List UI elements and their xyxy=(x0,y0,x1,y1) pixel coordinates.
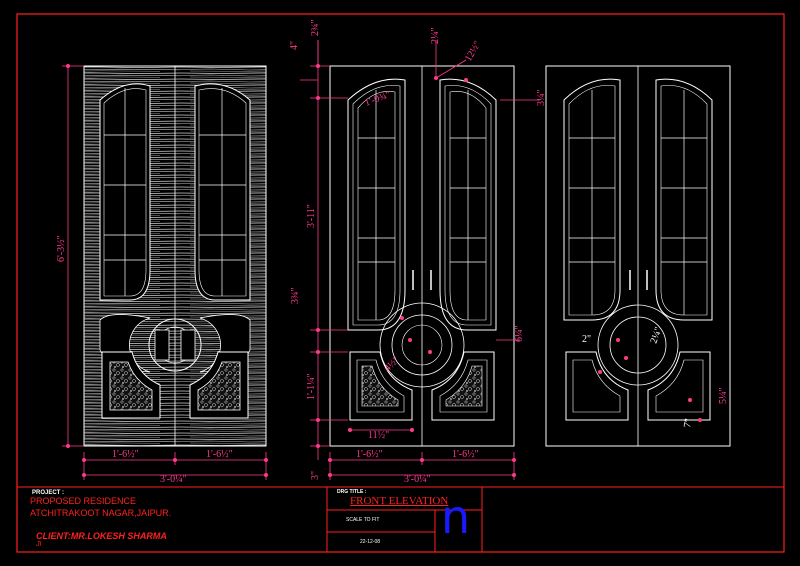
dim-bottom-4-1-2: 4½" xyxy=(382,355,402,375)
logo-mark: n xyxy=(441,490,471,544)
dim-glass-height: 3'-11" xyxy=(306,204,317,228)
dim-total-mid: 3'-0¼" xyxy=(404,474,431,485)
dim-height-left: 6'-3½" xyxy=(56,235,67,262)
sheet-border xyxy=(16,13,785,553)
project-name: PROPOSED RESIDENCE xyxy=(30,496,137,506)
project-label: PROJECT : xyxy=(32,490,65,496)
dim-top-2-3-4: 2¾" xyxy=(310,19,321,36)
door-middle-dimensioned xyxy=(329,65,515,447)
drawing-title: FRONT ELEVATION xyxy=(350,495,449,507)
dim-leaf-mid-b: 1'-6½" xyxy=(452,449,479,460)
dim-right-2-1-4: 2¼" xyxy=(648,326,664,345)
dim-bottom-panel-h: 1'-1¼" xyxy=(306,373,317,400)
door-right-outline xyxy=(545,65,731,447)
title-block-frame xyxy=(17,486,784,552)
dim-top-4: 4" xyxy=(289,41,300,50)
drawing-date: 22-12-08 xyxy=(360,539,381,545)
dim-center-6-1-4: 6¼" xyxy=(514,325,525,342)
client-suffix: JI xyxy=(36,541,42,548)
scale-label: SCALE TO FIT xyxy=(346,517,380,523)
client-name: CLIENT:MR.LOKESH SHARMA xyxy=(36,531,167,541)
left-door-glass-right xyxy=(194,83,251,301)
door-left-textured xyxy=(83,65,267,447)
dim-leaf-left-a: 1'-6½" xyxy=(112,449,139,460)
dim-right-7: 7" xyxy=(682,418,694,429)
project-address: ATCHITRAKOOT NAGAR,JAIPUR. xyxy=(30,508,172,518)
dim-bottom-panel-w: 11½" xyxy=(368,430,389,441)
dim-rail: 3¾" xyxy=(290,287,301,304)
dim-right-2: 2" xyxy=(582,334,591,345)
dimension-ticks xyxy=(66,64,702,477)
left-door-glass-left xyxy=(99,83,151,301)
dim-leaf-left-b: 1'-6½" xyxy=(206,449,233,460)
dim-right-5-1-4: 5¼" xyxy=(718,387,729,404)
dim-total-left: 3'-0¼" xyxy=(160,474,187,485)
dim-top-2-1-4: 2¼" xyxy=(430,27,441,44)
dim-arch-side: 3¼" xyxy=(536,89,547,106)
dim-arch-radius: 12½" xyxy=(463,39,483,63)
dim-leaf-mid-a: 1'-6½" xyxy=(356,449,383,460)
drawing-title-label: DRG TITLE : xyxy=(337,489,367,495)
dim-bottom-3: 3" xyxy=(310,471,321,480)
